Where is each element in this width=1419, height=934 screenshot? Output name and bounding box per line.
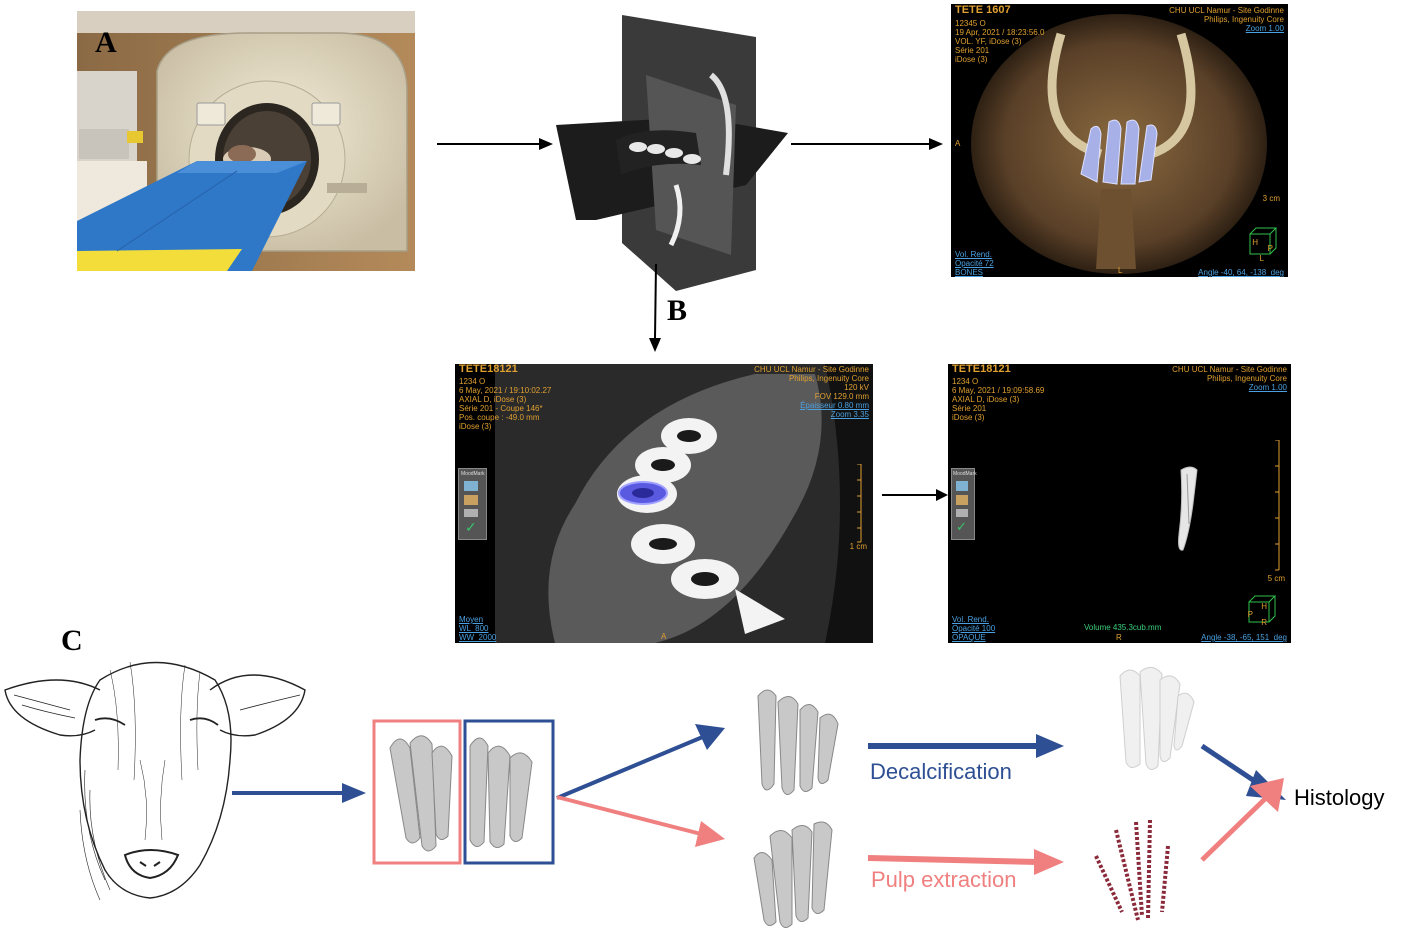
ct3d-zoom[interactable]: Zoom 1.00 (1246, 24, 1284, 34)
axial-info-6: iDose (3) (459, 422, 491, 432)
roi-tool-icon[interactable] (464, 495, 478, 505)
vol-info-5: iDose (3) (952, 413, 984, 423)
vol-volume: Volume 435.3cub.mm (1084, 623, 1161, 633)
segmented-tooth-render (1173, 464, 1203, 554)
axial-scale-label: 1 cm (850, 542, 867, 552)
vol-angle[interactable]: Angle -38, -65, 151 deg (1201, 633, 1287, 643)
ct-multiplanar-reconstruction: TETE 1607 (556, 15, 788, 291)
panel-label-a: A (95, 26, 117, 60)
ct-axial-slice-panel: MoodMark ✓ TETE18121 1234 O 6 May, 2021 … (455, 364, 873, 643)
vol-orient-p: P (1248, 610, 1253, 620)
axial-scale-bar (853, 464, 863, 544)
measure-tool-icon[interactable] (464, 481, 478, 491)
axial-ww[interactable]: WW 2000 (459, 633, 496, 643)
histology-label: Histology (1294, 785, 1384, 811)
arrow-photo-to-mpr (435, 136, 555, 152)
ct3d-orient-p: P (1268, 244, 1273, 254)
arrow-pulp-to-histology (1198, 774, 1288, 864)
vol-orient-bottom: R (1116, 633, 1122, 643)
tool-palette-title: MoodMark (461, 470, 485, 480)
ct3d-scale: 3 cm (1263, 194, 1280, 204)
ct3d-preset[interactable]: BONES (955, 268, 983, 277)
arrow-sheep-to-teeth (230, 781, 370, 805)
extracted-pulp (1092, 816, 1182, 924)
arrow-mpr-to-3d (789, 136, 945, 152)
ct3d-orient-bottom: L (1118, 266, 1122, 276)
measure-tool-icon[interactable] (956, 481, 968, 491)
panel-label-b: B (667, 294, 687, 328)
incisors-for-decalcification (748, 684, 848, 804)
ct3d-info-5: iDose (3) (955, 55, 987, 65)
svg-text:TETE 1607: TETE 1607 (726, 24, 762, 31)
ct-scanner-photo (77, 11, 415, 271)
axial-zoom[interactable]: Zoom 3.35 (831, 410, 869, 420)
check-icon[interactable]: ✓ (956, 519, 967, 535)
ct3d-patient-id: TETE 1607 (955, 6, 1011, 16)
ct-segmented-volume-panel: MoodMark ✓ TETE18121 1234 O 6 May, 2021 … (948, 364, 1291, 643)
vol-patient-id: TETE18121 (952, 365, 1011, 375)
tool-palette: MoodMark ✓ (458, 468, 487, 540)
arrow-mpr-down (647, 262, 663, 354)
ct-3d-render-panel: TETE 1607 12345 O 19 Apr, 2021 / 18:23:5… (951, 4, 1288, 277)
incisors-for-pulp-extraction (748, 818, 840, 932)
decalcification-label: Decalcification (870, 759, 1012, 785)
check-icon[interactable]: ✓ (465, 519, 477, 536)
arrow-axial-to-volume (880, 487, 950, 503)
segment-tool-icon[interactable] (464, 509, 478, 517)
ct3d-orient-l: L (1260, 254, 1264, 264)
axial-orient-bottom: A (661, 632, 666, 642)
tool-palette-vol-title: MoodMark (953, 470, 977, 480)
split-incisor-set (370, 718, 556, 866)
roi-tool-icon[interactable] (956, 495, 968, 505)
decalcified-incisors (1100, 662, 1196, 774)
segment-tool-icon[interactable] (956, 509, 968, 517)
arrow-split-to-decalcification (555, 722, 727, 802)
vol-zoom[interactable]: Zoom 1.00 (1249, 383, 1287, 393)
vol-orient-r: R (1261, 618, 1267, 628)
vol-scale-bar (1271, 440, 1281, 572)
vol-orient-h: H (1261, 602, 1267, 612)
tool-palette-vol: MoodMark ✓ (951, 468, 975, 540)
pulp-extraction-label: Pulp extraction (871, 867, 1017, 893)
ct3d-orient-h: H (1252, 238, 1258, 248)
axial-patient-id: TETE18121 (459, 365, 518, 375)
arrow-decalcification (866, 732, 1066, 760)
ct3d-orient-left: A (955, 139, 960, 149)
vol-scale-label: 5 cm (1268, 574, 1285, 584)
arrow-split-to-pulp-extraction (555, 793, 727, 849)
ct3d-angle[interactable]: Angle -40, 64, -138 deg (1198, 268, 1284, 277)
vol-preset[interactable]: OPAQUE (952, 633, 986, 643)
